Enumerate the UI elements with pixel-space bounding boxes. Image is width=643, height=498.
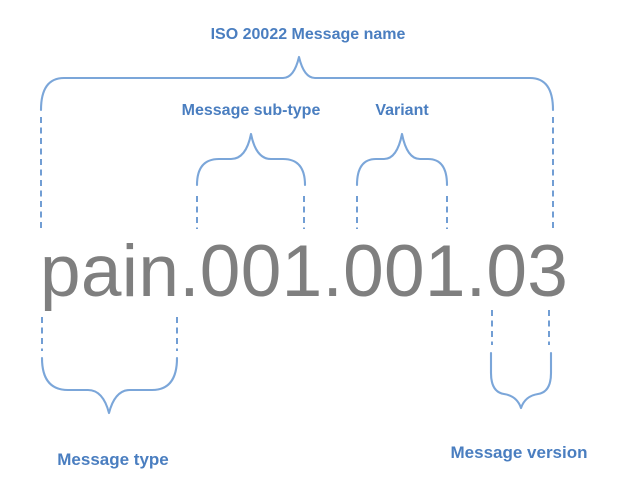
message-name-text: pain.001.001.03 <box>40 231 569 312</box>
message-version-brace-icon <box>489 351 553 410</box>
message-type-brace-icon <box>40 356 179 415</box>
message-name-brace-icon <box>39 55 555 112</box>
sub-type-brace-icon <box>195 132 307 187</box>
message-type-label: Message type <box>57 450 169 469</box>
message-sub-type-label: Message sub-type <box>181 102 321 119</box>
variant-label: Variant <box>375 102 429 119</box>
message-version-label: Message version <box>450 443 588 462</box>
variant-brace-icon <box>355 132 449 187</box>
iso-message-name-label: ISO 20022 Message name <box>210 26 406 43</box>
